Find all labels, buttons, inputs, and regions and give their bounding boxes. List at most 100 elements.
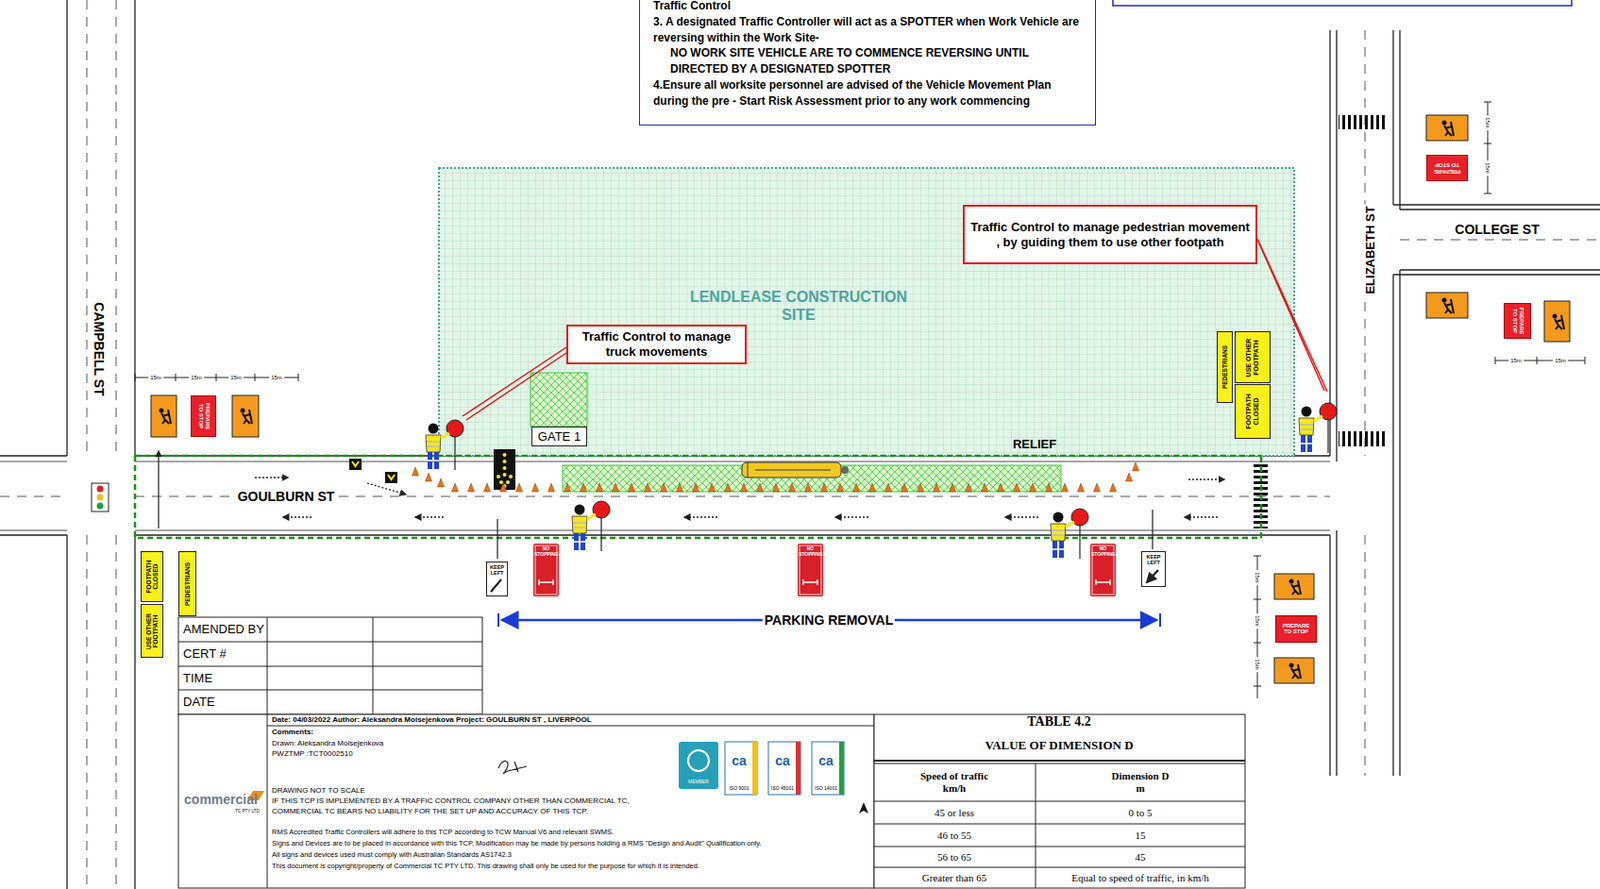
sign-text: Traffic Control bbox=[653, 0, 1086, 15]
logo-text: ISO 45001 bbox=[771, 786, 794, 792]
traffic-cone bbox=[412, 467, 420, 476]
arrow-board bbox=[503, 453, 507, 457]
title-block bbox=[178, 617, 1246, 889]
arrow-board bbox=[499, 480, 504, 485]
logo-text: ISO 14001 bbox=[814, 786, 838, 792]
certification-logo bbox=[795, 741, 801, 795]
traffic-cone bbox=[949, 483, 957, 492]
no-stopping-plate bbox=[797, 543, 824, 597]
dimension-label: 15m bbox=[1484, 115, 1492, 131]
construction-site-fill bbox=[438, 168, 1295, 456]
dimension-label: 15m bbox=[269, 374, 285, 382]
prepare-to-stop-sign: PREPARE TO STOP bbox=[1275, 615, 1317, 643]
traffic-cone bbox=[516, 483, 523, 492]
traffic-cone bbox=[452, 483, 459, 492]
title-block-field: CERT # bbox=[183, 647, 227, 662]
table-cell: TABLE 4.2 bbox=[1027, 714, 1091, 730]
traffic-light bbox=[91, 483, 109, 512]
traffic-cone bbox=[644, 483, 652, 492]
sign-text: Traffic Control to manage pedestrian mov… bbox=[970, 219, 1250, 250]
table-cell: Equal to speed of traffic, in km/h bbox=[1071, 872, 1210, 885]
traffic-cone bbox=[757, 483, 764, 492]
keep-left-plate bbox=[486, 561, 508, 597]
arrow-board bbox=[496, 474, 501, 479]
no-stopping-sign: NO STOPPING bbox=[1090, 543, 1116, 597]
traffic-cone bbox=[468, 483, 475, 492]
drawing-note: RMS Accredited Traffic Controllers will … bbox=[271, 828, 614, 838]
traffic-direction-arrow bbox=[684, 516, 718, 518]
truck bbox=[741, 462, 849, 478]
traffic-direction-arrow bbox=[254, 477, 1225, 518]
hatched-work-area bbox=[530, 372, 1062, 492]
traffic-cone bbox=[1094, 483, 1101, 492]
chevron-sign bbox=[385, 471, 398, 484]
sign-text: PREPARE TO STOP bbox=[1511, 305, 1524, 337]
worker-symbol bbox=[1552, 314, 1566, 331]
arrow-board bbox=[493, 449, 516, 490]
keep-left-plate bbox=[490, 570, 1159, 592]
traffic-controller bbox=[1050, 508, 1089, 559]
title-block-field: TIME bbox=[183, 672, 213, 687]
sign-text: NO WORK SITE VEHICLE ARE TO COMMENCE REV… bbox=[653, 45, 1086, 78]
traffic-cone bbox=[869, 483, 876, 492]
traffic-cone bbox=[676, 483, 684, 492]
footpath-sign: PEDESTRIANS bbox=[178, 551, 197, 617]
no-stopping-plate bbox=[799, 545, 822, 595]
no-stopping-sign: NO STOPPING bbox=[533, 543, 559, 597]
drawing-note: Date: 04/03/2022 Author: Aleksandra Mois… bbox=[271, 715, 592, 725]
sign-text: LENDLEASE CONSTRUCTION SITE bbox=[671, 287, 927, 324]
no-stopping-sign: NO STOPPING bbox=[797, 543, 824, 597]
lane-line bbox=[1399, 239, 1600, 241]
title-block-field: DATE bbox=[183, 695, 216, 710]
work-zone-boundary bbox=[134, 455, 1262, 539]
title-block bbox=[178, 617, 483, 715]
lane-line bbox=[1364, 30, 1366, 776]
no-stopping-plate bbox=[533, 543, 1116, 597]
title-block bbox=[267, 714, 875, 889]
certification-logo bbox=[688, 750, 709, 772]
table-cell: 0 to 5 bbox=[1128, 807, 1152, 820]
traffic-cone bbox=[1013, 483, 1021, 492]
logo-text: ca bbox=[731, 753, 747, 769]
traffic-cone bbox=[596, 483, 604, 492]
arrow-board bbox=[493, 449, 516, 490]
sign-text: KEEP LEFT bbox=[487, 564, 507, 576]
chevron-sign bbox=[352, 461, 359, 467]
logo-text: TC PTY LTD bbox=[235, 808, 259, 814]
no-stopping-plate bbox=[533, 543, 559, 597]
worker-symbol bbox=[1442, 298, 1455, 315]
table-cell: Dimension D m bbox=[1106, 770, 1175, 794]
traffic-cone bbox=[901, 483, 909, 492]
title-block bbox=[178, 617, 483, 715]
table-cell: Greater than 65 bbox=[922, 872, 987, 885]
traffic-cone bbox=[437, 478, 445, 488]
footpath-sign: FOOTPATH CLOSED bbox=[1234, 384, 1271, 439]
traffic-cone bbox=[1110, 483, 1117, 492]
traffic-cone bbox=[612, 483, 620, 492]
roadwork-sign bbox=[1426, 115, 1468, 141]
roadwork-sign bbox=[1274, 573, 1314, 600]
traffic-cone bbox=[965, 483, 973, 492]
logo-text: MEMBER bbox=[688, 779, 709, 786]
drawing-note: Comments: bbox=[271, 727, 314, 737]
dimension-label: 15m bbox=[1552, 357, 1568, 365]
no-stopping-plate bbox=[1090, 543, 1116, 597]
traffic-cone bbox=[564, 483, 572, 492]
arrow-board bbox=[496, 453, 513, 489]
keep-left-plate bbox=[1141, 551, 1166, 588]
traffic-cone bbox=[580, 483, 588, 492]
logo-text: commercial bbox=[184, 791, 258, 808]
sign-text: Traffic Control to manage truck movement… bbox=[573, 329, 740, 359]
footpath-sign: USE OTHER FOOTPATH bbox=[140, 604, 164, 658]
dimension-label: 15m bbox=[188, 374, 204, 382]
certification-logo bbox=[811, 741, 844, 795]
worker-symbol bbox=[1442, 120, 1455, 137]
dimension-label: PARKING REMOVAL bbox=[762, 612, 895, 628]
traffic-light bbox=[97, 503, 104, 510]
hatched-work-area bbox=[530, 372, 588, 427]
certification-logo bbox=[724, 741, 758, 795]
sign-text: GATE 1 bbox=[532, 427, 587, 446]
traffic-cone bbox=[1126, 472, 1133, 482]
chevron-sign bbox=[387, 474, 395, 480]
traffic-controller bbox=[425, 420, 464, 471]
